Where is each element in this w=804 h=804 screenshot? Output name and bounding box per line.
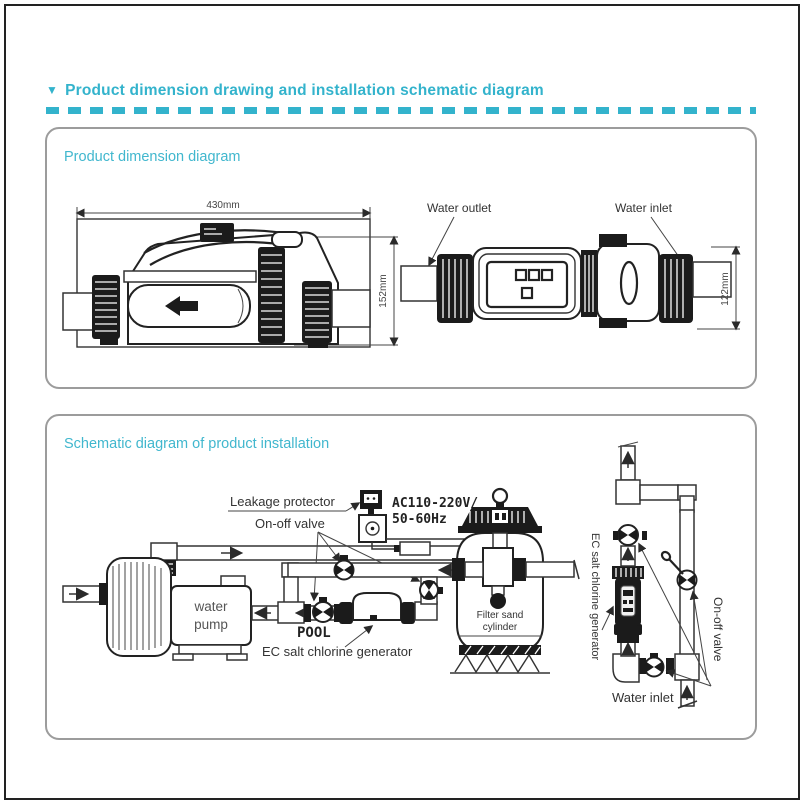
svg-text:EC salt chlorine generator: EC salt chlorine generator	[589, 533, 601, 661]
lifting-ring-icon	[491, 487, 509, 505]
filter-sand-cylinder-figure: Filter sand cylinder	[450, 487, 580, 674]
pool-label: POOL	[297, 625, 331, 641]
dashed-divider	[46, 107, 756, 114]
installation-schematic: water pump Leakage protector	[62, 441, 725, 709]
generator-label: EC salt chlorine generator	[262, 625, 413, 659]
power-plug-icon	[399, 541, 431, 556]
width-dimension-label: 430mm	[206, 200, 239, 211]
svg-text:Water outlet: Water outlet	[427, 201, 492, 215]
label-plate	[200, 223, 234, 242]
section-title: Product dimension drawing and installati…	[65, 82, 544, 99]
installation-panel-title: Schematic diagram of product installatio…	[64, 436, 330, 452]
button-icon	[514, 268, 528, 282]
flow-arrow-icon	[165, 296, 198, 316]
side-view-drawing: 430mm 152mm	[62, 200, 399, 348]
button-icon	[540, 268, 554, 282]
top-view-drawing: Water outlet Water inlet	[400, 201, 741, 331]
salt-generator-figure	[352, 592, 402, 621]
svg-text:Water inlet: Water inlet	[615, 201, 673, 215]
vertical-generator-label: EC salt chlorine generator	[589, 533, 614, 661]
dimension-panel: Product dimension diagram 430mm 152mm	[45, 127, 757, 389]
pump-label-line1: water	[193, 599, 228, 614]
top-pipe	[172, 545, 486, 561]
bounding-box	[76, 218, 371, 348]
svg-text:AC110-220V/: AC110-220V/	[392, 496, 478, 511]
pool-return-line	[251, 576, 443, 624]
leakage-protector-label: Leakage protector	[230, 494, 335, 509]
water-pump-figure: water pump	[62, 542, 252, 661]
leakage-protector-figure: Leakage protector	[228, 490, 431, 556]
power-spec-label: AC110-220V/ 50-60Hz	[386, 496, 478, 540]
dimension-panel-title: Product dimension diagram	[64, 149, 241, 165]
filter-label-line2: cylinder	[483, 622, 518, 633]
drain-valve-icon	[490, 593, 506, 609]
installation-panel: Schematic diagram of product installatio…	[45, 414, 757, 740]
device-side-view	[62, 223, 371, 348]
device-top-view	[400, 234, 732, 328]
water-outlet-label: Water outlet	[427, 201, 492, 267]
height-dimension-label: 122mm	[720, 272, 731, 305]
svg-text:50-60Hz: 50-60Hz	[392, 512, 447, 527]
section-header: ▼ Product dimension drawing and installat…	[46, 82, 544, 100]
display-panel	[485, 260, 569, 309]
triangle-marker-icon: ▼	[46, 83, 59, 97]
height-dimension-label: 152mm	[378, 274, 389, 307]
filter-label-line1: Filter sand	[477, 610, 524, 621]
button-icon	[527, 268, 541, 282]
vertical-valve-label: On-off valve	[638, 542, 725, 687]
height-dimension: 122mm	[697, 245, 741, 331]
vertical-installation-figure	[612, 441, 700, 709]
svg-text:On-off valve: On-off valve	[255, 516, 325, 531]
svg-text:On-off valve: On-off valve	[711, 597, 725, 662]
svg-text:EC salt chlorine generator: EC salt chlorine generator	[262, 644, 413, 659]
multiport-valve	[482, 547, 514, 587]
button-icon	[520, 286, 534, 300]
water-inlet-label: Water inlet	[612, 690, 674, 705]
width-dimension: 430mm	[75, 200, 372, 220]
pump-label-line2: pump	[194, 617, 228, 632]
